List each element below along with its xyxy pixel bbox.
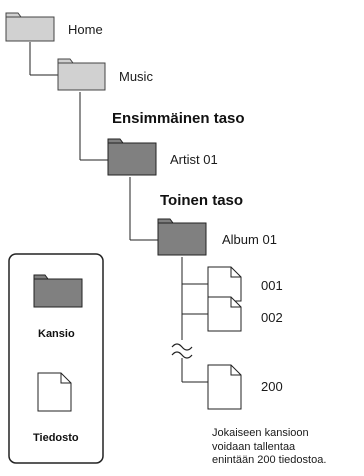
album-label: Album 01 <box>222 232 277 247</box>
file-002-icon <box>207 296 242 332</box>
file-002-label: 002 <box>261 310 283 325</box>
file-200-label: 200 <box>261 379 283 394</box>
legend-file-fold <box>60 373 71 384</box>
break-symbol <box>171 343 193 359</box>
file-200-icon <box>207 364 242 410</box>
music-folder-icon <box>57 58 106 91</box>
legend-file-icon <box>37 372 72 412</box>
home-folder-icon <box>5 12 55 42</box>
file-200-fold <box>230 365 241 376</box>
note-line-1: Jokaiseen kansioon <box>212 427 309 439</box>
note-line-2: voidaan tallentaa <box>212 440 296 453</box>
legend-file-label: Tiedosto <box>33 432 79 444</box>
file-002-fold <box>230 297 241 308</box>
level1-heading: Ensimmäinen taso <box>112 110 245 127</box>
file-001-label: 001 <box>261 278 283 293</box>
file-001-fold <box>230 267 241 278</box>
music-label: Music <box>119 69 153 84</box>
note-line-3: enintään 200 tiedostoa. <box>212 454 327 466</box>
album-folder-icon <box>157 218 207 256</box>
artist-folder-icon <box>107 138 157 176</box>
legend-folder-icon <box>33 274 83 308</box>
file-001-icon <box>207 266 242 302</box>
home-label: Home <box>68 22 103 37</box>
legend-folder-label: Kansio <box>38 328 75 340</box>
artist-label: Artist 01 <box>170 152 218 167</box>
level2-heading: Toinen taso <box>160 192 244 209</box>
tree-connectors <box>29 42 208 383</box>
file-limit-note: Jokaiseen kansioon voidaan tallentaa eni… <box>212 427 364 468</box>
